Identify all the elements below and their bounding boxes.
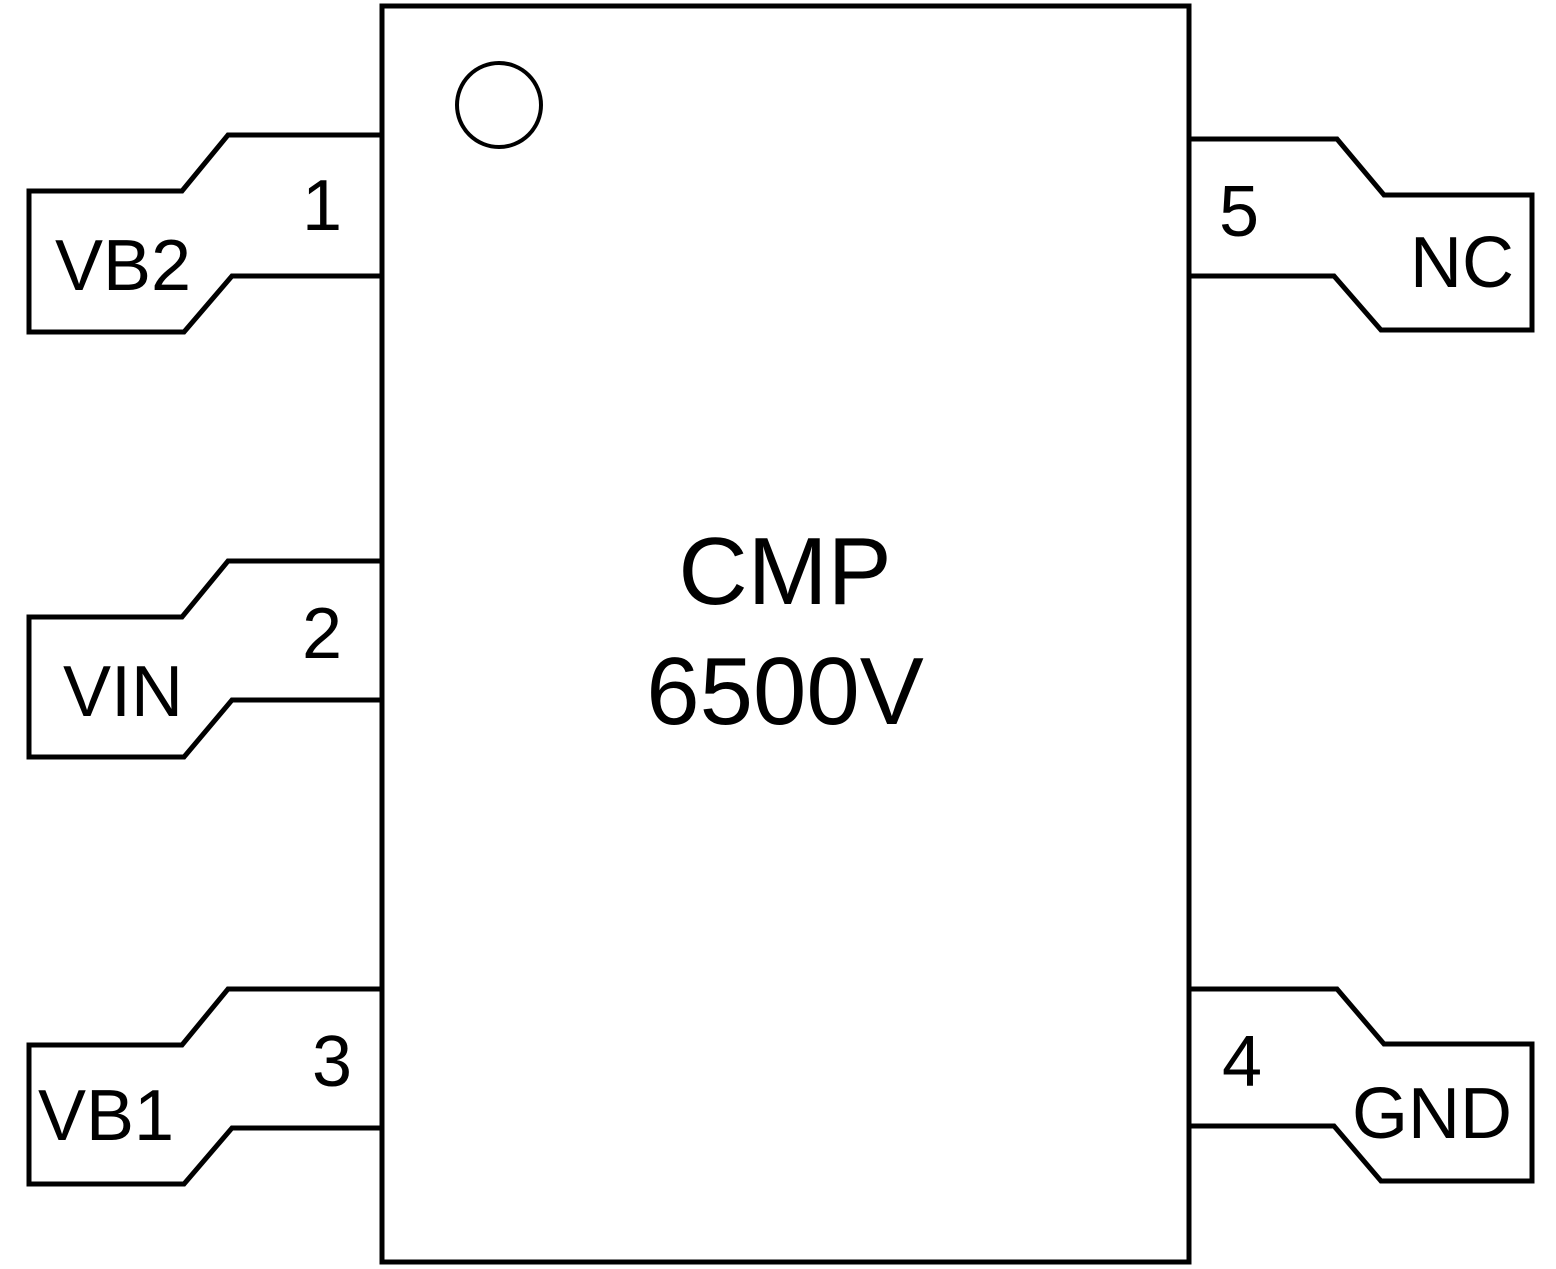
pin-label: VIN bbox=[63, 652, 183, 732]
pin-label: VB2 bbox=[55, 226, 191, 306]
pin-number: 2 bbox=[302, 594, 342, 674]
pin-number: 5 bbox=[1219, 172, 1259, 252]
chip-part-number: 6500V bbox=[646, 638, 924, 745]
pin-number: 3 bbox=[312, 1022, 352, 1102]
chip-name: CMP bbox=[678, 518, 891, 625]
pin-number: 1 bbox=[302, 166, 342, 246]
chip-body bbox=[379, 3, 1192, 1265]
pin-1: 1 VB2 bbox=[26, 132, 382, 335]
pin-label: GND bbox=[1352, 1074, 1512, 1154]
pin-label: VB1 bbox=[38, 1076, 174, 1156]
pin-number: 4 bbox=[1222, 1022, 1262, 1102]
pin-label: NC bbox=[1410, 223, 1514, 303]
pin-4: 4 GND bbox=[1189, 986, 1535, 1184]
pin-2: 2 VIN bbox=[26, 558, 382, 760]
pin-5: 5 NC bbox=[1189, 136, 1535, 333]
pin-3: 3 VB1 bbox=[26, 986, 382, 1187]
pin1-orientation-dot bbox=[455, 61, 543, 149]
